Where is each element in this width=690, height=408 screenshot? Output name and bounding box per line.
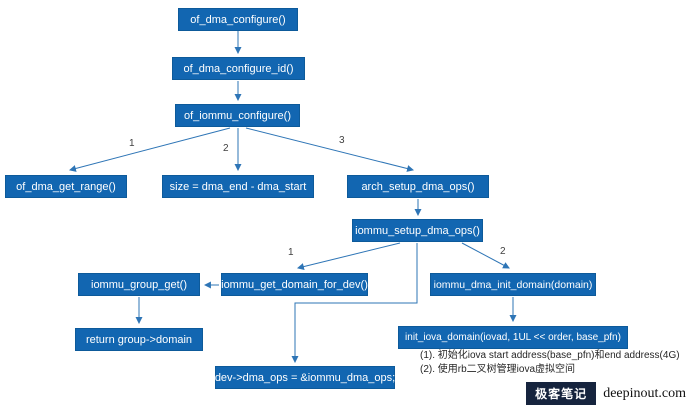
- node-init-iova-domain: init_iova_domain(iovad, 1UL << order, ba…: [398, 326, 628, 349]
- edge-label-branch-3: 3: [338, 135, 346, 147]
- watermark-badge: 极客笔记: [526, 382, 597, 405]
- node-arch-setup-dma-ops: arch_setup_dma_ops(): [347, 175, 489, 198]
- node-iommu-get-domain-for-dev: iommu_get_domain_for_dev(): [221, 273, 368, 296]
- annotation-line-2: (2). 使用rb二叉树管理iova虚拟空间: [420, 364, 576, 375]
- edge-label-setup-1: 1: [287, 247, 295, 259]
- edge-iommu-setup-to-init-domain: [461, 242, 510, 269]
- edge-label-branch-1: 1: [128, 138, 136, 150]
- node-return-group-domain: return group->domain: [75, 328, 203, 351]
- watermark-domain: deepinout.com: [603, 385, 686, 401]
- node-dev-dma-ops: dev->dma_ops = &iommu_dma_ops;: [215, 366, 395, 389]
- edge-iommu-setup-to-dev-dma-ops: [291, 243, 418, 364]
- node-iommu-setup-dma-ops: iommu_setup_dma_ops(): [352, 219, 483, 242]
- node-iommu-dma-init-domain: iommu_dma_init_domain(domain): [430, 273, 596, 296]
- node-of-dma-configure: of_dma_configure(): [178, 8, 298, 31]
- edge-iommu-setup-to-get-domain: [296, 242, 401, 270]
- node-iommu-group-get: iommu_group_get(): [78, 273, 200, 296]
- node-of-dma-get-range: of_dma_get_range(): [5, 175, 127, 198]
- node-size-calc: size = dma_end - dma_start: [162, 175, 314, 198]
- edge-label-branch-2: 2: [222, 143, 230, 155]
- edge-iommu-configure-to-arch-setup: [245, 127, 415, 172]
- node-of-dma-configure-id: of_dma_configure_id(): [172, 57, 305, 80]
- node-of-iommu-configure: of_iommu_configure(): [175, 104, 300, 127]
- watermark: 极客笔记 deepinout.com: [526, 382, 686, 405]
- edge-label-setup-2: 2: [499, 246, 507, 258]
- edge-iommu-configure-to-get-range: [68, 127, 231, 172]
- annotation-line-1: (1). 初始化iova start address(base_pfn)和end…: [420, 350, 680, 361]
